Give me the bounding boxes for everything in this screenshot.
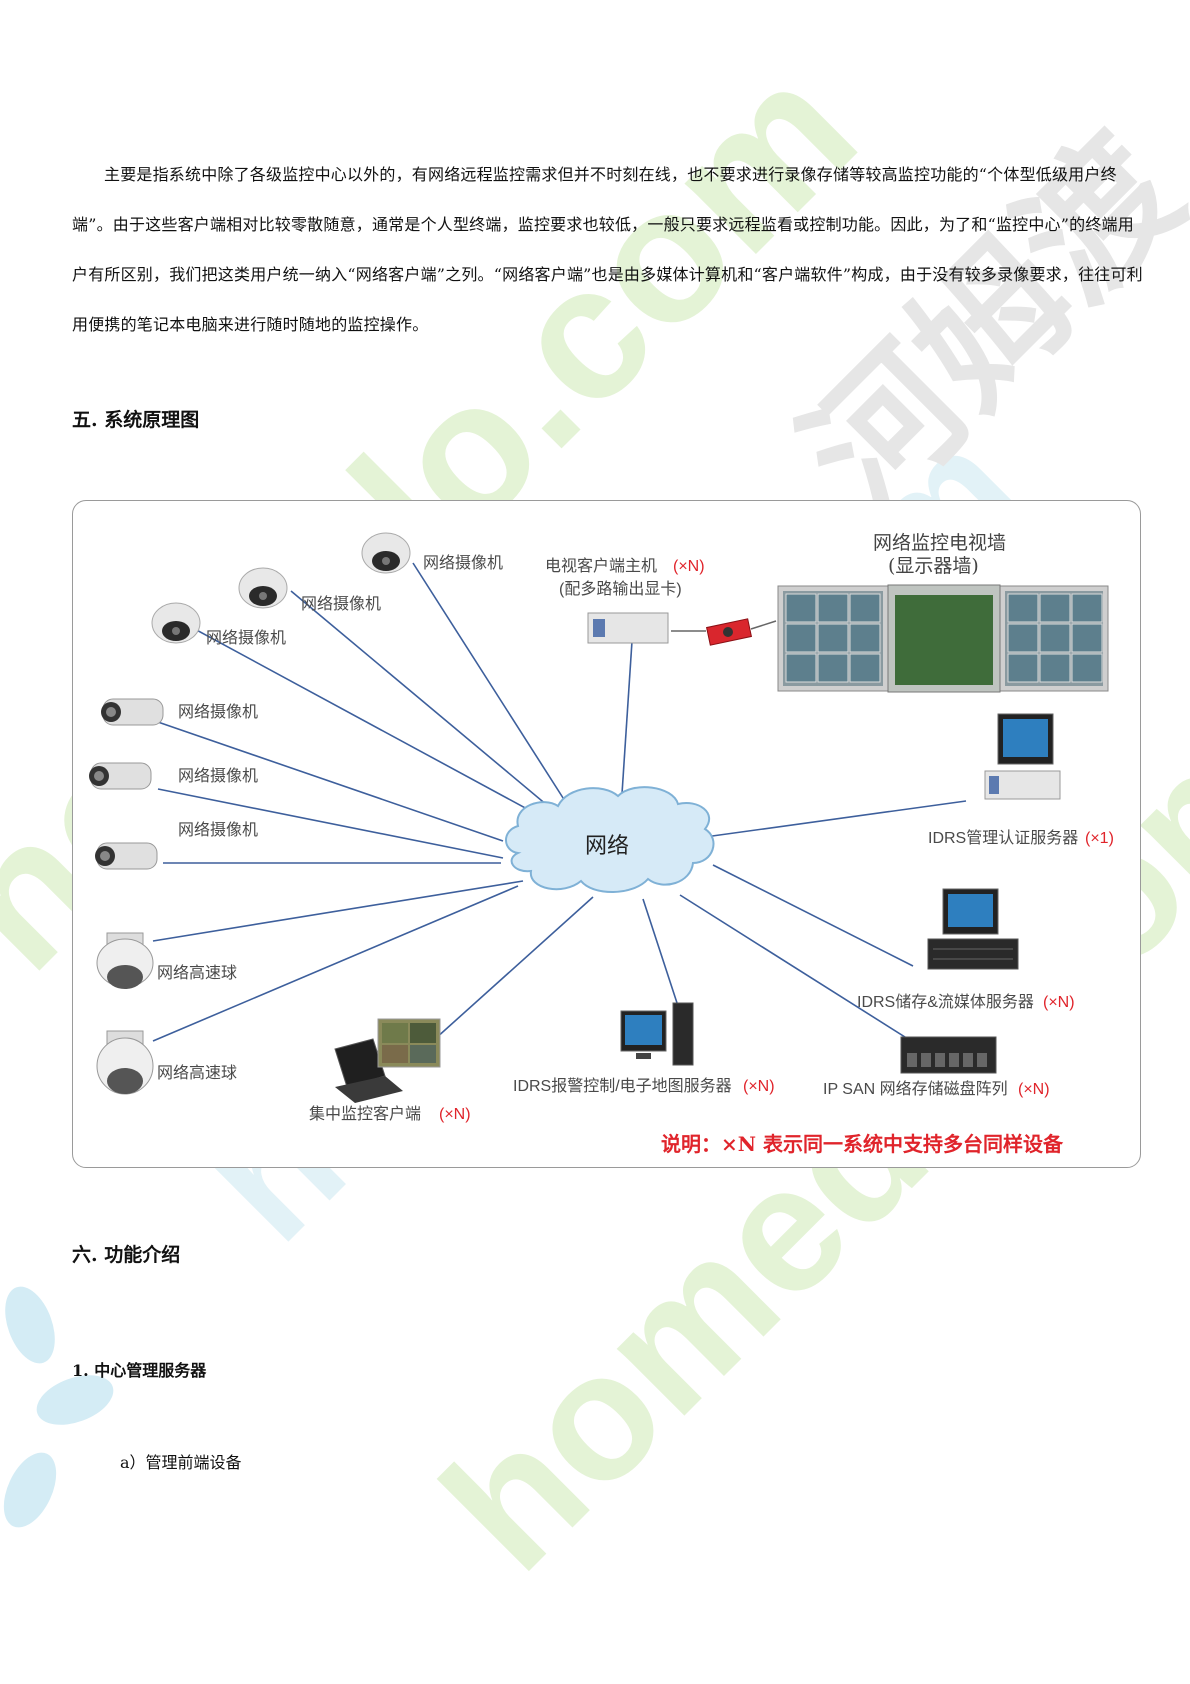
dome-camera-2	[238, 567, 288, 609]
camera-label-4: 网络摄像机	[178, 702, 258, 721]
tv-client-times-n: (×N)	[673, 558, 705, 575]
system-diagram: 网络 网络摄像机 网络摄像机 网络摄像机	[72, 500, 1141, 1168]
cloud-label: 网络	[585, 834, 629, 859]
tv-client-host-icon	[587, 612, 669, 644]
link-camera-5	[157, 788, 504, 859]
link-media-server	[712, 864, 914, 967]
link-dome-1	[152, 880, 524, 942]
link-camera-4	[154, 720, 504, 842]
diagram-note: 说明：×N 表示同一系统中支持多台同样设备	[661, 1132, 1064, 1156]
link-auth-server	[704, 800, 967, 838]
video-wall-title-2: (显示器墙)	[888, 555, 979, 577]
link-dome-2	[152, 885, 519, 1042]
network-cloud: 网络	[505, 786, 715, 893]
camera-label-2: 网络摄像机	[301, 594, 381, 613]
dome-camera-3	[151, 602, 201, 644]
camera-label-3: 网络摄像机	[206, 628, 286, 647]
graphics-card-icon	[705, 618, 753, 646]
intro-paragraph: 主要是指系统中除了各级监控中心以外的，有网络远程监控需求但并不时刻在线，也不要求…	[72, 165, 1143, 334]
auth-server-icon	[984, 713, 1061, 800]
link-card-wall	[750, 620, 777, 630]
video-wall-title-1: 网络监控电视墙	[873, 532, 1006, 554]
san-array-icon	[900, 1036, 997, 1074]
link-client	[434, 896, 594, 1040]
link-alarm-server	[642, 898, 679, 1007]
speed-dome-1	[96, 932, 154, 989]
bullet-camera-3	[95, 842, 158, 870]
video-wall-icon	[777, 584, 1109, 693]
dome-label-1: 网络高速球	[157, 963, 237, 982]
link-san	[679, 894, 944, 1062]
media-server-label: IDRS储存&流媒体服务器	[857, 993, 1034, 1011]
camera-label-5: 网络摄像机	[178, 766, 258, 785]
san-times-n: (×N)	[1018, 1081, 1050, 1098]
camera-label-1: 网络摄像机	[423, 553, 503, 572]
dome-label-2: 网络高速球	[157, 1063, 237, 1082]
section-6-title: 六. 功能介绍	[72, 1244, 181, 1266]
alarm-server-icon	[620, 1002, 694, 1066]
link-tv-client	[620, 625, 634, 810]
link-camera-3	[190, 626, 554, 824]
tv-client-label-2: (配多路输出显卡)	[559, 580, 682, 598]
auth-server-times-1: (×1)	[1085, 830, 1114, 847]
bullet-camera-1	[101, 698, 164, 726]
san-label: IP SAN 网络存储磁盘阵列	[823, 1079, 1008, 1098]
client-times-n: (×N)	[439, 1106, 471, 1123]
media-server-icon	[927, 888, 1019, 970]
alarm-server-label: IDRS报警控制/电子地图服务器	[513, 1077, 732, 1095]
bullet-camera-2	[89, 762, 152, 790]
camera-label-6: 网络摄像机	[178, 820, 258, 839]
dome-camera-1	[361, 532, 411, 574]
item-a: a）管理前端设备	[120, 1453, 242, 1472]
client-label: 集中监控客户端	[309, 1105, 421, 1123]
subsection-1-title: 1. 中心管理服务器	[72, 1361, 207, 1380]
network-links	[152, 562, 967, 1062]
tv-client-label-1: 电视客户端主机	[545, 557, 657, 575]
link-camera-1	[412, 562, 566, 802]
speed-dome-2	[96, 1030, 154, 1095]
media-server-times-n: (×N)	[1043, 994, 1075, 1011]
client-laptop-icon	[334, 1018, 441, 1103]
auth-server-label: IDRS管理认证服务器	[928, 829, 1078, 847]
link-camera-2	[290, 590, 561, 817]
alarm-server-times-n: (×N)	[743, 1078, 775, 1095]
section-5-title: 五. 系统原理图	[72, 409, 200, 431]
